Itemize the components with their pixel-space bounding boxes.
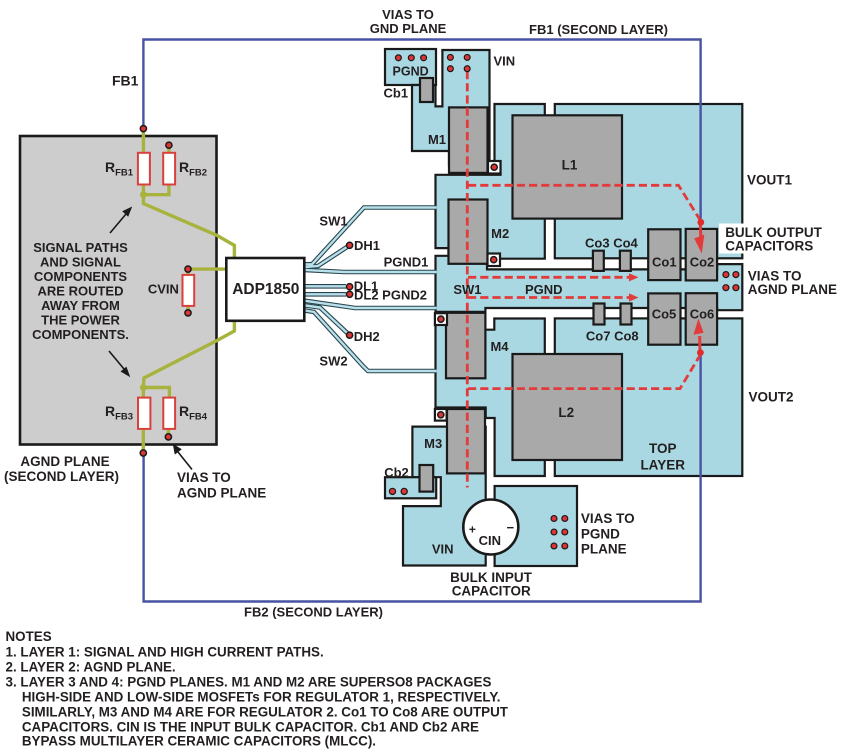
svg-text:VIAS TO: VIAS TO xyxy=(581,511,635,526)
svg-text:VOUT1: VOUT1 xyxy=(747,173,793,188)
svg-text:3. LAYER 3 AND 4: PGND PLANES.: 3. LAYER 3 AND 4: PGND PLANES. M1 AND M2… xyxy=(6,675,492,690)
svg-text:M1: M1 xyxy=(428,132,446,147)
svg-text:M2: M2 xyxy=(491,226,509,241)
svg-text:Cb2: Cb2 xyxy=(384,465,409,480)
svg-text:SW1: SW1 xyxy=(453,282,481,297)
svg-text:AGND PLANE: AGND PLANE xyxy=(20,454,109,469)
svg-text:PLANE: PLANE xyxy=(581,542,627,557)
svg-text:BULK INPUT: BULK INPUT xyxy=(450,570,532,585)
svg-text:AGND PLANE: AGND PLANE xyxy=(748,282,837,297)
svg-text:FB2 (SECOND LAYER): FB2 (SECOND LAYER) xyxy=(244,605,383,620)
svg-text:Co3 Co4: Co3 Co4 xyxy=(585,236,639,251)
svg-text:−: − xyxy=(507,520,515,535)
svg-text:Co2: Co2 xyxy=(690,254,715,269)
svg-text:SIMILARLY, M3 AND M4 ARE FOR R: SIMILARLY, M3 AND M4 ARE FOR REGULATOR 2… xyxy=(22,705,509,720)
svg-text:PGND1: PGND1 xyxy=(384,255,429,270)
svg-text:PGND: PGND xyxy=(393,64,429,78)
svg-text:LAYER: LAYER xyxy=(640,457,685,472)
svg-text:2. LAYER 2: AGND PLANE.: 2. LAYER 2: AGND PLANE. xyxy=(6,660,176,675)
svg-text:DL1: DL1 xyxy=(354,279,379,294)
svg-text:PGND: PGND xyxy=(525,282,563,297)
svg-text:BYPASS MULTILAYER CERAMIC CAPA: BYPASS MULTILAYER CERAMIC CAPACITORS (ML… xyxy=(22,734,376,749)
svg-text:GND PLANE: GND PLANE xyxy=(370,21,447,36)
svg-text:ARE ROUTED: ARE ROUTED xyxy=(38,284,124,299)
svg-text:SIGNAL PATHS: SIGNAL PATHS xyxy=(33,240,128,255)
svg-text:Co5: Co5 xyxy=(652,307,677,322)
svg-text:Cb1: Cb1 xyxy=(384,86,409,101)
svg-text:TOP: TOP xyxy=(649,441,677,456)
svg-text:ADP1850: ADP1850 xyxy=(232,281,299,298)
svg-text:PGND: PGND xyxy=(581,527,620,542)
svg-text:CIN: CIN xyxy=(479,533,501,548)
svg-text:1. LAYER 1: SIGNAL AND HIGH CU: 1. LAYER 1: SIGNAL AND HIGH CURRENT PATH… xyxy=(6,645,324,660)
svg-text:FB1 (SECOND LAYER): FB1 (SECOND LAYER) xyxy=(529,22,668,37)
svg-text:CAPACITORS. CIN IS THE INPUT B: CAPACITORS. CIN IS THE INPUT BULK CAPACI… xyxy=(22,720,479,735)
svg-text:AND SIGNAL: AND SIGNAL xyxy=(40,255,121,270)
svg-text:L2: L2 xyxy=(558,405,574,420)
svg-text:VIAS TO: VIAS TO xyxy=(177,470,231,485)
svg-text:DH1: DH1 xyxy=(354,238,380,253)
svg-text:CAPACITOR: CAPACITOR xyxy=(452,584,531,599)
svg-text:AGND PLANE: AGND PLANE xyxy=(177,485,266,500)
svg-text:THE POWER: THE POWER xyxy=(41,313,120,328)
svg-text:DH2: DH2 xyxy=(354,329,380,344)
svg-text:HIGH-SIDE AND LOW-SIDE MOSFETs: HIGH-SIDE AND LOW-SIDE MOSFETs FOR REGUL… xyxy=(22,690,501,705)
svg-text:M4: M4 xyxy=(490,339,509,354)
svg-text:(SECOND LAYER): (SECOND LAYER) xyxy=(4,469,119,484)
svg-text:VIAS TO: VIAS TO xyxy=(748,268,802,283)
svg-text:AWAY FROM: AWAY FROM xyxy=(41,298,120,313)
svg-text:L1: L1 xyxy=(562,158,578,173)
svg-text:SW2: SW2 xyxy=(319,354,347,369)
svg-text:CVIN: CVIN xyxy=(148,282,179,297)
svg-text:M3: M3 xyxy=(424,436,442,451)
svg-text:DL2 PGND2: DL2 PGND2 xyxy=(354,287,427,302)
svg-text:VOUT2: VOUT2 xyxy=(749,390,794,405)
svg-text:Co7 Co8: Co7 Co8 xyxy=(586,328,639,343)
svg-text:Co1: Co1 xyxy=(652,254,677,269)
svg-text:VIAS TO: VIAS TO xyxy=(382,7,434,22)
svg-text:SW1: SW1 xyxy=(319,214,347,229)
svg-text:CAPACITORS: CAPACITORS xyxy=(725,239,813,254)
svg-text:VIN: VIN xyxy=(494,53,516,68)
svg-text:NOTES: NOTES xyxy=(6,629,52,644)
svg-text:+: + xyxy=(469,523,476,537)
svg-text:COMPONENTS.: COMPONENTS. xyxy=(32,327,129,342)
svg-text:FB1: FB1 xyxy=(112,73,139,89)
svg-text:COMPONENTS: COMPONENTS xyxy=(34,269,128,284)
svg-text:Co6: Co6 xyxy=(690,307,715,322)
svg-text:VIN: VIN xyxy=(432,542,454,557)
svg-text:BULK OUTPUT: BULK OUTPUT xyxy=(725,225,822,240)
